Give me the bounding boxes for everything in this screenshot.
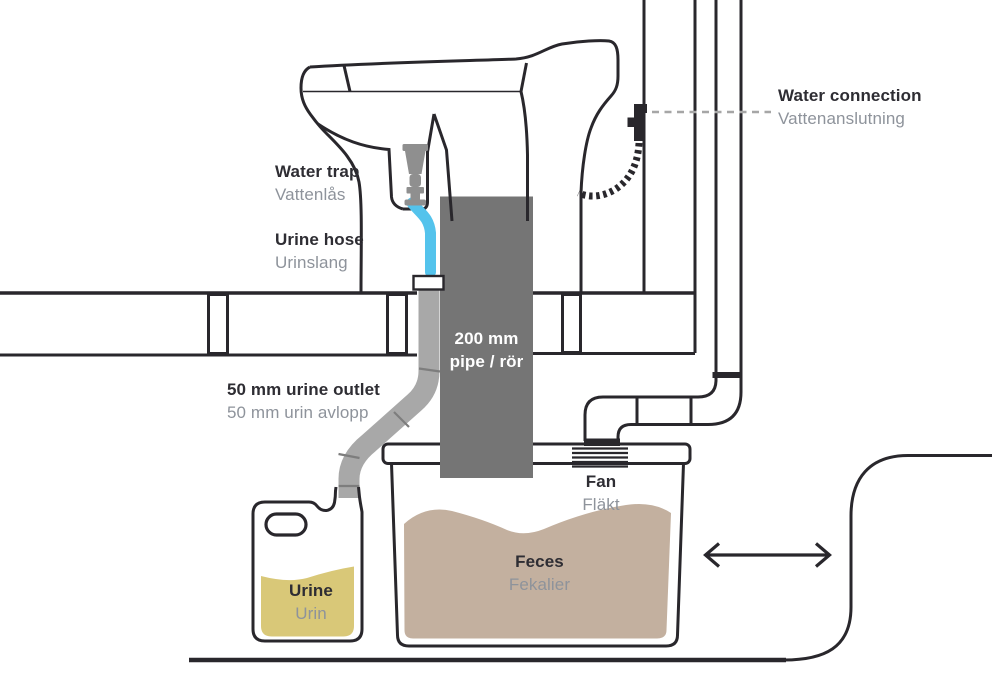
label-fan-sv: Fläkt	[582, 495, 620, 514]
label-pipe-200-en: 200 mm	[454, 329, 519, 348]
toilet-front-edge	[299, 65, 363, 294]
toilet-outline	[299, 39, 620, 294]
trap-top-flange	[402, 144, 428, 151]
floor-joist-2	[386, 293, 408, 355]
clearance-arrow	[703, 542, 832, 568]
pipe-cap-fitting	[412, 274, 445, 291]
pipe-joint-1	[418, 367, 441, 373]
label-feces-sv: Fekalier	[508, 575, 571, 594]
toilet-body-fill	[301, 40, 618, 293]
flex-hose	[577, 142, 643, 200]
vent-duct-outer	[616, 378, 743, 441]
label-urine-outlet-en: 50 mm urine outlet	[227, 380, 380, 399]
label-water-connection: Water connection Vattenanslutning	[778, 84, 922, 130]
fan-vent-slats	[572, 447, 628, 468]
label-urine-hose-en: Urine hose	[275, 230, 364, 249]
label-fan: Fan Fläkt	[551, 470, 651, 516]
can-body-edge	[251, 486, 364, 643]
arrow-head-left	[703, 542, 721, 568]
label-feces-en: Feces	[515, 552, 564, 571]
label-water-connection-sv: Vattenanslutning	[778, 109, 905, 128]
feces-tank	[381, 438, 692, 648]
vent-duct-inner	[583, 378, 718, 441]
pipe-joint-2	[393, 411, 410, 428]
toilet-top-back-edge	[309, 39, 620, 293]
label-water-connection-en: Water connection	[778, 86, 922, 105]
urine-container	[251, 486, 364, 643]
trap-mid-flange	[406, 187, 424, 194]
label-pipe-200-sv: pipe / rör	[449, 352, 524, 371]
urine-fill	[261, 566, 354, 637]
water-trap-valve	[402, 144, 445, 291]
label-urine-sv: Urin	[295, 604, 327, 623]
label-urine-outlet-sv: 50 mm urin avlopp	[227, 403, 369, 422]
label-feces: Feces Fekalier	[479, 550, 600, 596]
label-urine-outlet: 50 mm urine outlet 50 mm urin avlopp	[227, 378, 380, 424]
trap-cup	[405, 151, 426, 174]
ground-step-curve	[783, 454, 992, 662]
trap-base-flange	[404, 199, 426, 206]
can-top-left-edge	[265, 486, 338, 513]
water-connection-fitting	[577, 104, 771, 200]
floor-structure	[0, 291, 695, 357]
trap-knob	[409, 174, 421, 187]
vent-duct	[583, 0, 743, 441]
trap-pocket-left-wall	[317, 122, 404, 211]
floor-joist-1	[207, 293, 229, 355]
connection-tee	[627, 117, 638, 127]
can-handle	[264, 512, 308, 537]
label-fan-en: Fan	[585, 472, 617, 491]
urine-pipe-path	[338, 283, 440, 498]
urine-hose-blue	[406, 197, 436, 278]
label-urine: Urine Urin	[261, 579, 361, 625]
wall-lines	[642, 0, 697, 353]
label-water-trap-sv: Vattenlås	[275, 185, 346, 204]
urine-pipe-50mm	[338, 283, 441, 498]
ground-line	[189, 454, 992, 663]
label-urine-hose-sv: Urinslang	[275, 253, 348, 272]
bowl-funnel-left	[432, 113, 454, 222]
bowl-funnel-right	[519, 91, 529, 221]
seat-hinge-line-front	[342, 65, 352, 92]
label-pipe-200: 200 mm pipe / rör	[440, 327, 533, 373]
label-water-trap-en: Water trap	[275, 162, 360, 181]
pipe-joint-3	[338, 452, 360, 460]
label-urine-en: Urine	[289, 581, 333, 600]
trap-stem	[410, 193, 420, 200]
tank-lid	[381, 442, 692, 465]
pipe-200mm-body	[440, 196, 533, 478]
pipe-200mm	[432, 91, 533, 478]
seat-hinge-line-back	[519, 62, 528, 92]
connection-elbow	[634, 104, 647, 141]
vent-pipe-joint-band	[712, 372, 743, 378]
label-water-trap: Water trap Vattenlås	[275, 160, 359, 206]
feces-fill	[404, 504, 671, 639]
arrow-head-right	[814, 542, 832, 568]
floor-joist-3	[561, 293, 582, 354]
label-urine-hose: Urine hose Urinslang	[275, 228, 364, 274]
duct-tank-connector	[584, 438, 620, 446]
